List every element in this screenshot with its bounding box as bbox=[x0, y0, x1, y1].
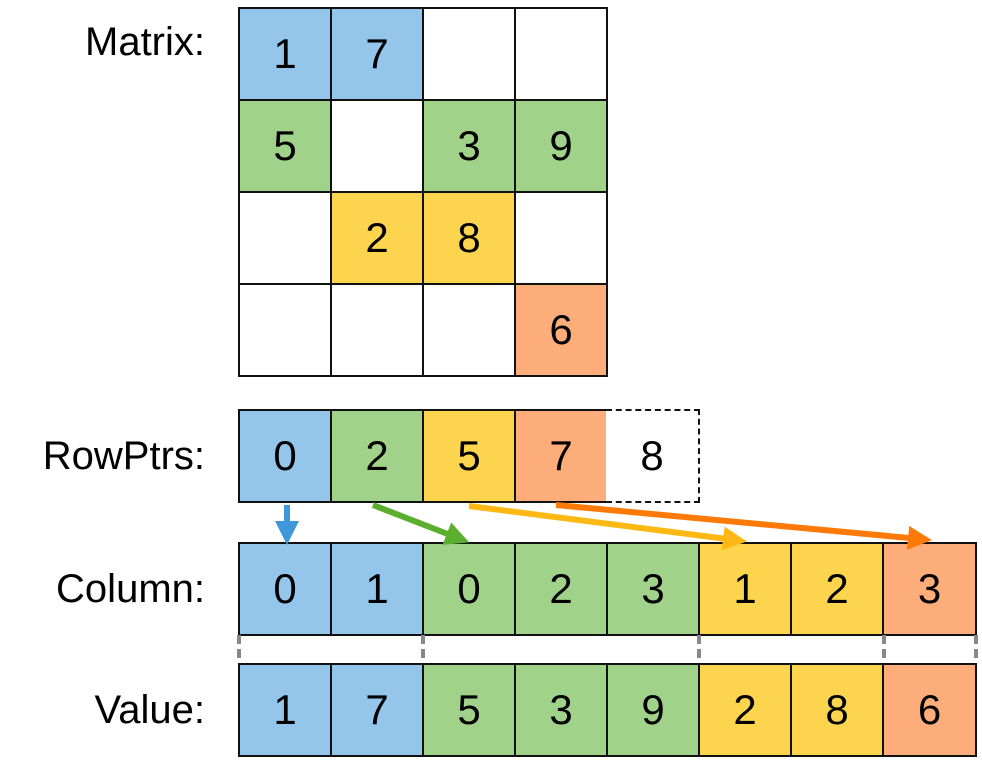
matrix-cell: 8 bbox=[422, 191, 516, 285]
matrix-cell: 1 bbox=[238, 7, 332, 101]
column-cell: 1 bbox=[698, 542, 792, 636]
column-cell: 0 bbox=[422, 542, 516, 636]
column-cell: 1 bbox=[330, 542, 424, 636]
value-label: Value: bbox=[94, 688, 205, 732]
matrix-cell: 6 bbox=[514, 283, 608, 377]
rowptrs-label: RowPtrs: bbox=[42, 434, 205, 478]
matrix-cell bbox=[514, 191, 608, 285]
column-cell: 3 bbox=[606, 542, 700, 636]
value-cell: 2 bbox=[698, 663, 792, 757]
matrix-cell bbox=[422, 283, 516, 377]
rowptr-cell: 5 bbox=[422, 409, 516, 503]
matrix-cell bbox=[514, 7, 608, 101]
matrix-cell: 7 bbox=[330, 7, 424, 101]
value-cell: 1 bbox=[238, 663, 332, 757]
rowptr-cell: 0 bbox=[238, 409, 332, 503]
matrix-label: Matrix: bbox=[85, 20, 205, 64]
column-cell: 0 bbox=[238, 542, 332, 636]
rowptr-cell-sentinel: 8 bbox=[606, 409, 700, 503]
value-cell: 3 bbox=[514, 663, 608, 757]
value-cell: 5 bbox=[422, 663, 516, 757]
column-cell: 2 bbox=[790, 542, 884, 636]
matrix-cell bbox=[330, 99, 424, 193]
value-cell: 8 bbox=[790, 663, 884, 757]
column-cell: 3 bbox=[882, 542, 977, 636]
rowptr-cell: 7 bbox=[514, 409, 608, 503]
matrix-cell: 5 bbox=[238, 99, 332, 193]
column-cell: 2 bbox=[514, 542, 608, 636]
matrix-cell: 3 bbox=[422, 99, 516, 193]
matrix-cell bbox=[238, 191, 332, 285]
arrow-orange-icon bbox=[555, 502, 932, 550]
matrix-cell: 9 bbox=[514, 99, 608, 193]
matrix-cell: 2 bbox=[330, 191, 424, 285]
matrix-cell bbox=[422, 7, 516, 101]
matrix-cell bbox=[238, 283, 332, 377]
arrow-green-icon bbox=[371, 502, 470, 545]
column-label: Column: bbox=[56, 567, 205, 611]
arrow-yellow-icon bbox=[468, 503, 747, 551]
value-cell: 9 bbox=[606, 663, 700, 757]
matrix-cell bbox=[330, 283, 424, 377]
group-boundary-connectors bbox=[237, 635, 978, 663]
value-cell: 7 bbox=[330, 663, 424, 757]
rowptr-cell: 2 bbox=[330, 409, 424, 503]
value-cell: 6 bbox=[882, 663, 977, 757]
